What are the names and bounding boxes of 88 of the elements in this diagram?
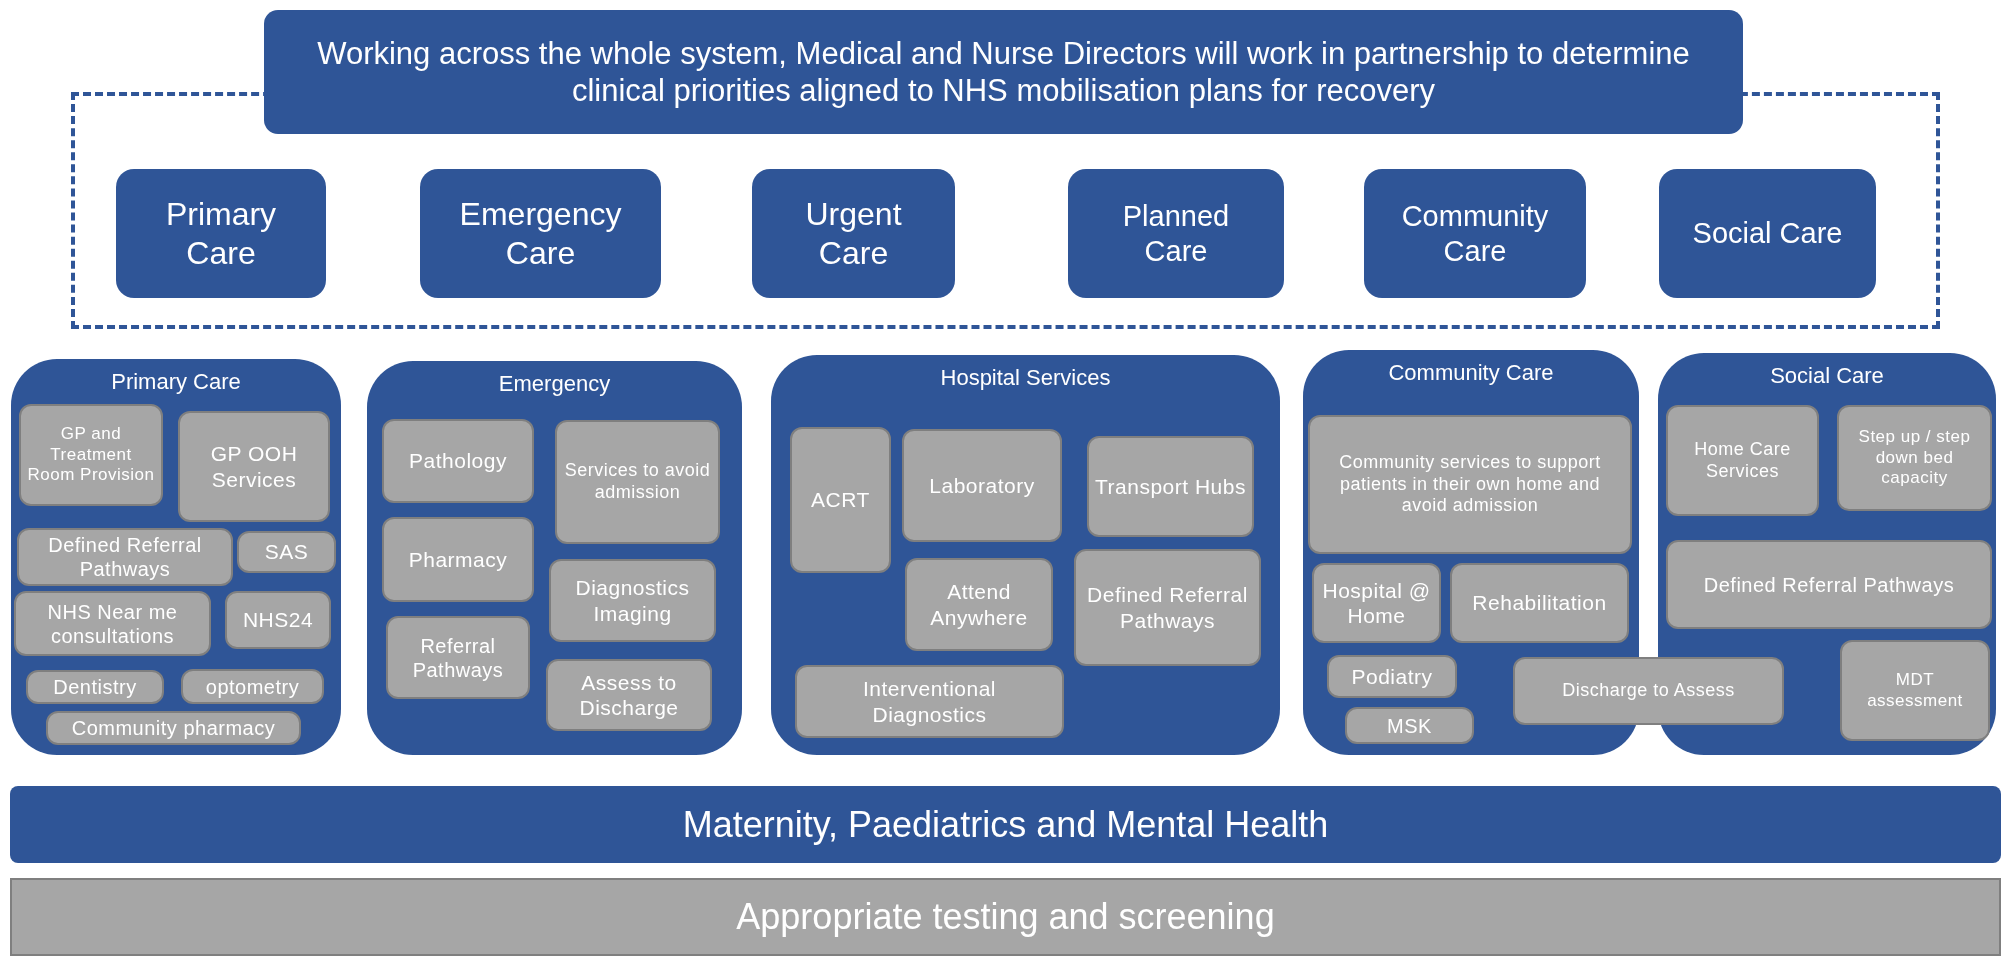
service-box [555,420,720,544]
box-label: Attend Anywhere [929,579,1029,630]
category-box [1659,169,1876,298]
category-box [420,169,661,298]
box-label: Planned Care [1121,198,1231,269]
box-label: Working across the whole system, Medical and Nurse Directors will work in partnership to determine clinical priorities aligned to NHS mobilisation plans for recovery [316,34,1691,110]
box-label: ACRT [811,487,870,513]
box-label: Community pharmacy [71,716,276,740]
box-label: Community services to support patients in their own home and avoid admission [1338,452,1602,517]
header-banner [264,10,1743,134]
bottom-band [10,786,2001,863]
service-box [17,528,233,586]
service-box [225,591,331,649]
service-box [795,665,1064,738]
panel-title: Primary Care [111,369,241,396]
bottom-band [10,878,2001,956]
service-box [382,517,534,602]
service-box [1345,707,1474,744]
box-label: Emergency Care [458,195,623,272]
service-box [386,616,530,699]
category-box [1364,169,1586,298]
service-box [1666,540,1992,629]
service-box [237,531,336,573]
box-label: NHS24 [242,607,314,633]
box-label: Primary Care [164,195,278,272]
box-label: Referral Pathways [411,633,505,682]
box-label: Assess to Discharge [578,669,680,721]
service-panel [11,359,341,755]
box-label: Pathology [409,448,507,474]
service-box [46,711,301,745]
box-label: Step up / step down bed capacity [1857,427,1972,489]
box-label: Laboratory [929,472,1035,499]
service-panel [771,355,1280,755]
box-label: Maternity, Paediatrics and Mental Health [682,802,1329,847]
box-label: Discharge to Assess [1562,680,1735,702]
box-label: Rehabilitation [1472,590,1607,616]
box-label: GP and Treatment Room Provision [27,424,155,486]
service-box [790,427,891,573]
box-label: SAS [264,539,309,565]
panel-title: Social Care [1770,363,1884,390]
service-box [1327,655,1457,698]
service-box [546,659,712,731]
box-label: Services to avoid admission [563,460,712,504]
box-label: Hospital @ Home [1321,577,1432,629]
box-label: NHS Near me consultations [46,599,179,648]
box-label: Interventional Diagnostics [861,676,998,727]
box-label: Diagnostics Imaging [574,575,691,626]
service-box [1312,563,1441,643]
service-box [26,670,164,704]
category-box [752,169,955,298]
service-box [1087,436,1254,537]
service-box [382,419,534,503]
service-box [1450,563,1629,643]
panel-title: Hospital Services [940,365,1111,392]
box-label: MDT assessment [1866,670,1964,711]
category-box [1068,169,1284,298]
service-box [549,559,716,642]
service-box [1074,549,1261,666]
service-box [1513,657,1784,725]
box-label: Dentistry [53,675,137,699]
box-label: Podiatry [1351,663,1433,690]
service-box [178,411,330,522]
service-box [1837,405,1992,511]
service-box [14,591,211,656]
service-box [902,429,1062,542]
service-box [19,404,163,506]
box-label: Home Care Services [1693,438,1792,483]
service-box [905,558,1053,651]
box-label: Social Care [1692,216,1843,251]
service-box [181,669,324,704]
box-label: Urgent Care [804,195,903,272]
box-label: optometry [205,674,300,699]
service-box [1308,415,1632,554]
box-label: GP OOH Services [209,441,299,492]
box-label: Defined Referral Pathways [1703,572,1955,597]
box-label: Pharmacy [408,546,508,573]
box-label: MSK [1387,713,1432,738]
service-box [1666,405,1819,516]
panel-title: Community Care [1388,360,1554,387]
box-label: Appropriate testing and screening [736,895,1275,939]
box-label: Defined Referral Pathways [47,533,203,581]
service-box [1840,640,1990,741]
box-label: Community Care [1400,198,1550,269]
box-label: Defined Referral Pathways [1086,582,1249,633]
panel-title: Emergency [498,371,611,398]
service-panel [367,361,742,755]
category-box [116,169,326,298]
box-label: Transport Hubs [1095,473,1246,500]
